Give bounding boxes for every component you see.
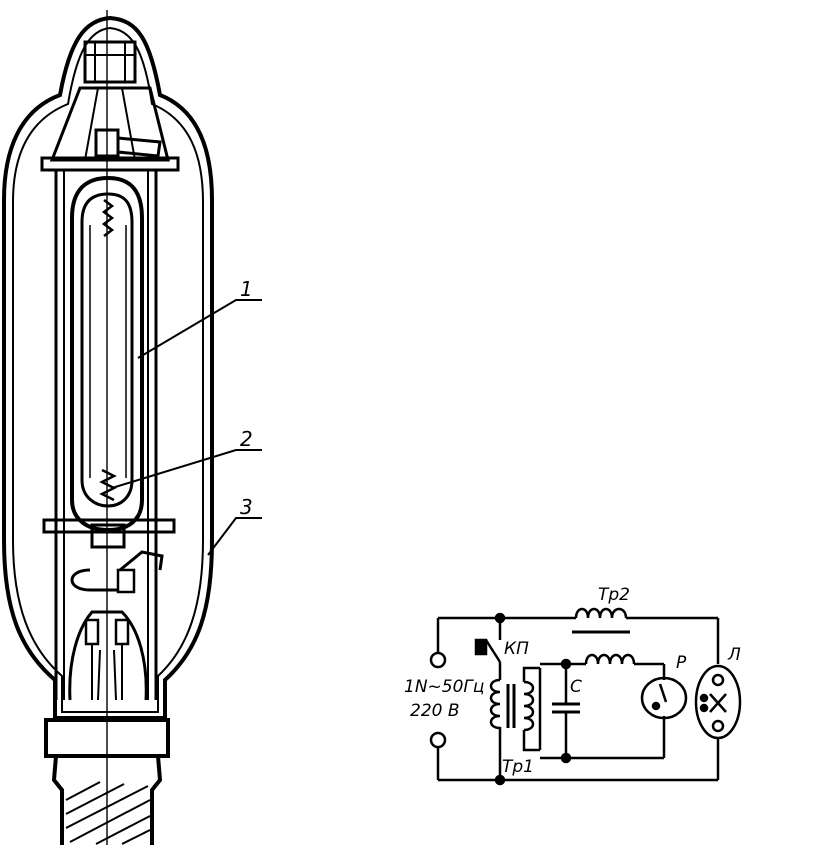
- outer-bulb: [1, 15, 214, 720]
- junction-dot: [560, 752, 572, 764]
- transformer-tr1-primary: [489, 678, 502, 780]
- callout-1-leader: [137, 299, 262, 359]
- switch-kp-label: КП: [504, 639, 529, 659]
- upper-electrode: [101, 199, 115, 237]
- supply-voltage-label: 220 В: [410, 701, 460, 721]
- support-frame: [49, 86, 170, 162]
- callout-3-label: 3: [240, 495, 253, 519]
- lamp-drawing: [1, 10, 262, 845]
- top-cap: [83, 40, 137, 84]
- junction-dot: [560, 658, 572, 670]
- arc-tube: [80, 192, 134, 508]
- outer-bulb-inner-wall: [12, 26, 204, 713]
- upper-plate: [40, 156, 180, 172]
- supply-terminal-bottom: [429, 731, 447, 749]
- callout-2-leader: [111, 449, 262, 489]
- circuit-diagram: [429, 607, 742, 786]
- supply-terminal-top: [429, 651, 447, 669]
- transformer-tr1-label: Тр1: [502, 757, 534, 777]
- callout-3-leader: [207, 517, 262, 556]
- transformer-tr2-coil: [574, 607, 628, 619]
- junction-dot: [494, 774, 506, 786]
- switch-kp-blade: [484, 639, 502, 663]
- lamp-l-label: Л: [727, 645, 741, 665]
- choke-coil: [584, 653, 636, 665]
- callout-2-label: 2: [240, 427, 253, 451]
- capacitor-c-label: С: [570, 677, 582, 697]
- callout-1-label: 1: [240, 277, 253, 301]
- lower-electrode: [99, 468, 117, 502]
- supply-frequency-label: 1N~50Гц: [404, 677, 484, 697]
- lower-plate: [42, 518, 176, 534]
- lamp-base-collar: [44, 718, 170, 758]
- arc-tube-jacket: [70, 175, 144, 533]
- transformer-tr2-label: Тр2: [598, 585, 630, 605]
- base-thread-hatching: [65, 781, 151, 845]
- lamp-base: [51, 755, 163, 845]
- glass-stem: [68, 610, 148, 701]
- junction-dot: [494, 612, 506, 624]
- transformer-tr1-secondary: [523, 680, 535, 732]
- relay-p-label: Р: [676, 653, 687, 673]
